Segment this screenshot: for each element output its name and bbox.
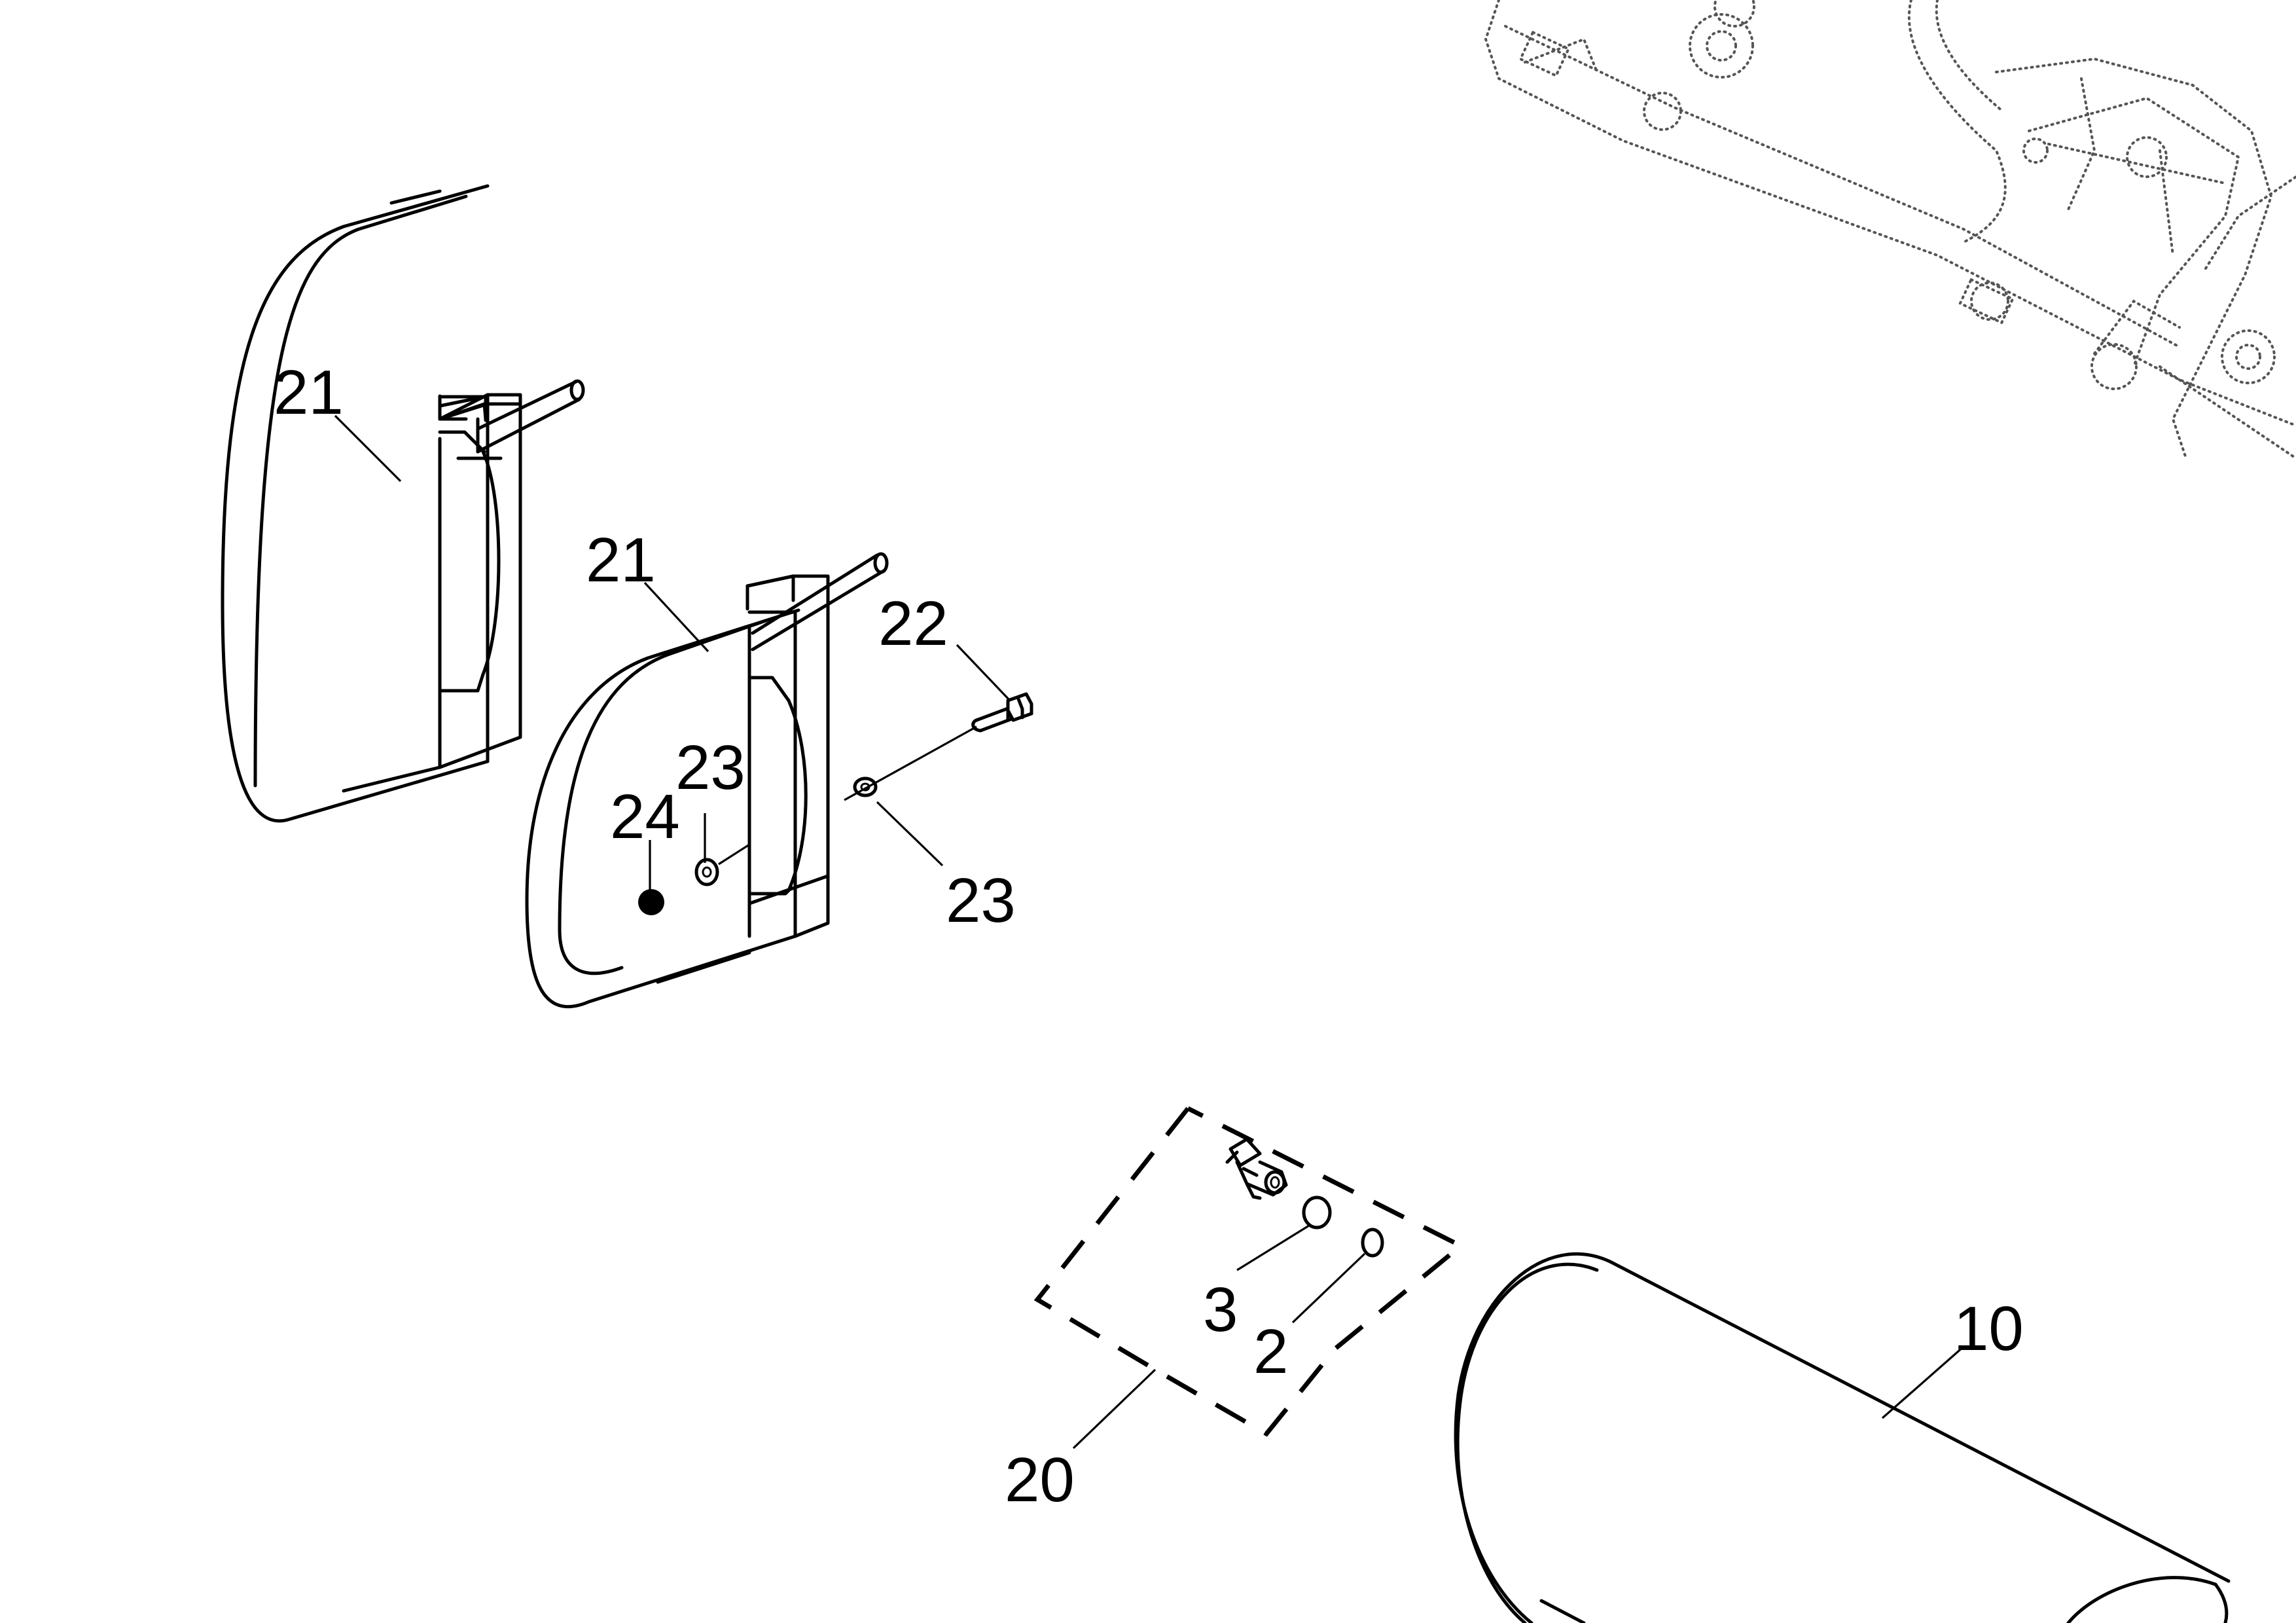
tank-cylinder xyxy=(1454,1252,2231,1623)
fitting-kit-boundary xyxy=(1033,1106,1465,1437)
callout-24: 24 xyxy=(610,782,680,852)
washer-axis-line xyxy=(718,843,750,866)
nut xyxy=(638,889,664,915)
ghost-frame-assembly xyxy=(1484,0,2296,460)
assembly-axis-line xyxy=(844,725,977,801)
callout-21-left: 21 xyxy=(274,357,344,428)
callout-21-right: 21 xyxy=(586,525,656,595)
callout-10: 10 xyxy=(1954,1294,2024,1364)
callout-3: 3 xyxy=(1203,1275,1238,1345)
leader-lines xyxy=(334,414,1965,1450)
callout-labels: 21 21 22 23 23 24 20 3 2 10 xyxy=(274,357,2024,1515)
callout-23-inner: 23 xyxy=(675,733,745,803)
o-ring-large xyxy=(1302,1195,1332,1230)
callout-23-outer: 23 xyxy=(946,866,1016,936)
callout-22: 22 xyxy=(878,589,948,659)
strap-bracket-left xyxy=(221,184,585,823)
bolt xyxy=(971,692,1033,733)
grease-fitting xyxy=(1225,1137,1288,1200)
callout-20: 20 xyxy=(1005,1445,1075,1515)
o-ring-small xyxy=(1361,1228,1384,1258)
washer-inner xyxy=(694,858,719,886)
strap-bracket-right xyxy=(525,552,889,1009)
callout-2: 2 xyxy=(1253,1317,1288,1387)
